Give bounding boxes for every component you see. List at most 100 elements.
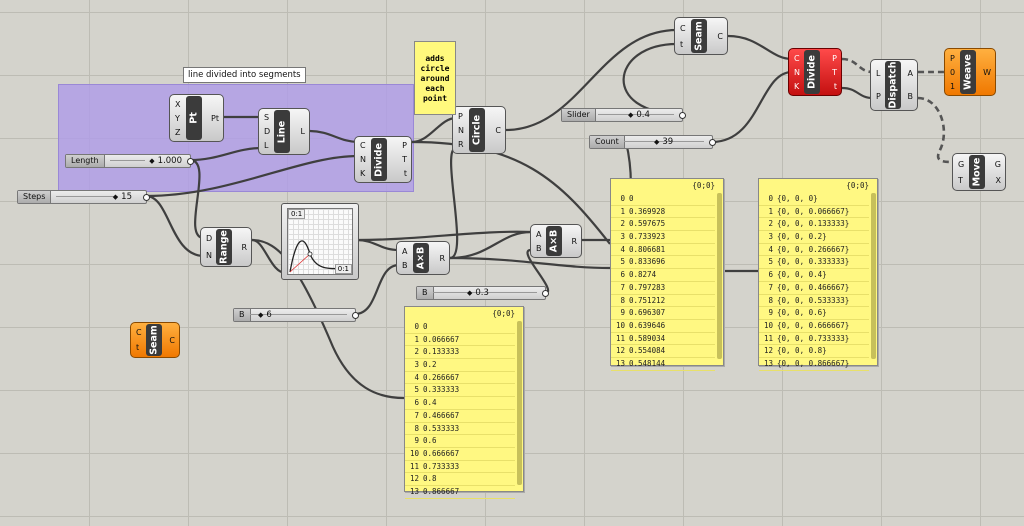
output-x[interactable]: X: [995, 175, 1001, 185]
input-b[interactable]: B: [402, 260, 408, 270]
slider-value[interactable]: 1.000: [149, 155, 182, 167]
input-0[interactable]: 0: [950, 67, 956, 77]
input-k[interactable]: K: [794, 81, 800, 91]
b-slider-2[interactable]: B 6: [233, 308, 359, 322]
panel-scrollbar[interactable]: [517, 321, 522, 485]
input-l[interactable]: L: [876, 69, 881, 78]
panel-row: 12{0, 0, 0.8}: [759, 345, 869, 358]
output-r[interactable]: R: [439, 253, 445, 263]
graph-mapper[interactable]: 0:1 0:1: [281, 203, 359, 280]
input-a[interactable]: A: [402, 246, 408, 256]
output-c[interactable]: C: [717, 31, 723, 41]
output-grip[interactable]: [709, 139, 716, 146]
steps-slider[interactable]: Steps 15: [17, 190, 150, 204]
input-p[interactable]: P: [876, 92, 881, 101]
input-n[interactable]: N: [458, 125, 464, 135]
slider-value[interactable]: 0.3: [467, 287, 489, 299]
slider-value[interactable]: 0.4: [628, 109, 650, 121]
output-r[interactable]: R: [571, 236, 577, 246]
input-1[interactable]: 1: [950, 81, 956, 91]
input-c[interactable]: C: [136, 328, 142, 337]
input-c[interactable]: C: [360, 141, 366, 151]
input-n[interactable]: N: [360, 154, 366, 164]
output-grip[interactable]: [679, 112, 686, 119]
input-t[interactable]: t: [680, 39, 684, 49]
output-t[interactable]: T: [402, 154, 407, 164]
output-c[interactable]: C: [495, 125, 501, 135]
input-x[interactable]: X: [175, 99, 181, 109]
panel-points-output[interactable]: {0;0} 0{0, 0, 0}1{0, 0, 0.066667}2{0, 0,…: [758, 178, 878, 371]
output-grip[interactable]: [143, 194, 150, 201]
seam-slider[interactable]: Slider 0.4: [561, 108, 686, 122]
input-d[interactable]: D: [206, 234, 213, 243]
input-d[interactable]: D: [264, 126, 271, 136]
slider-value[interactable]: 6: [258, 309, 271, 321]
output-a[interactable]: A: [907, 69, 913, 78]
row-index: 0: [620, 194, 625, 203]
input-n[interactable]: N: [206, 251, 212, 260]
slider-value[interactable]: 15: [113, 191, 132, 203]
input-g[interactable]: G: [958, 159, 965, 169]
output-t2[interactable]: t: [403, 168, 407, 178]
input-l[interactable]: L: [264, 140, 269, 150]
input-a[interactable]: A: [536, 229, 542, 239]
length-slider[interactable]: Length 1.000: [65, 154, 194, 168]
input-s[interactable]: S: [264, 113, 270, 123]
output-g[interactable]: G: [994, 159, 1001, 169]
output-w[interactable]: W: [983, 67, 991, 77]
row-value: {0, 0, 0.333333}: [777, 257, 850, 267]
input-c[interactable]: C: [680, 23, 686, 33]
input-p[interactable]: P: [950, 53, 955, 63]
input-r[interactable]: R: [458, 139, 464, 149]
output-pt[interactable]: Pt: [211, 113, 219, 123]
output-c[interactable]: C: [169, 335, 175, 345]
input-t[interactable]: T: [958, 175, 963, 185]
output-grip[interactable]: [352, 312, 359, 319]
note-panel[interactable]: adds circle around each point: [414, 41, 456, 115]
output-p[interactable]: P: [402, 141, 407, 151]
output-l[interactable]: L: [300, 127, 305, 136]
output-t[interactable]: T: [832, 67, 837, 77]
panel-scrollbar[interactable]: [717, 193, 722, 359]
output-t2[interactable]: t: [833, 81, 837, 91]
input-c[interactable]: C: [794, 53, 800, 63]
input-k[interactable]: K: [360, 168, 366, 178]
input-n[interactable]: N: [794, 67, 800, 77]
output-grip[interactable]: [187, 158, 194, 165]
output-b[interactable]: B: [907, 92, 914, 101]
panel-path: {0;0}: [846, 181, 869, 190]
row-index: 13: [409, 486, 419, 496]
output-r[interactable]: R: [241, 242, 247, 252]
b-slider-1[interactable]: B 0.3: [416, 286, 549, 300]
input-p[interactable]: P: [458, 111, 463, 121]
panel-scrollbar[interactable]: [871, 193, 876, 359]
graph-area[interactable]: [287, 208, 353, 275]
count-slider[interactable]: Count 39: [589, 135, 716, 149]
input-b[interactable]: B: [536, 243, 542, 253]
output-p[interactable]: P: [832, 53, 837, 63]
output-grip[interactable]: [542, 290, 549, 297]
slider-label: Slider: [562, 109, 596, 121]
input-y[interactable]: Y: [175, 113, 180, 123]
input-t[interactable]: t: [136, 343, 140, 352]
panel-row: 11{0, 0, 0.733333}: [759, 333, 869, 346]
input-z[interactable]: Z: [175, 127, 181, 137]
slider-value[interactable]: 39: [654, 136, 673, 148]
